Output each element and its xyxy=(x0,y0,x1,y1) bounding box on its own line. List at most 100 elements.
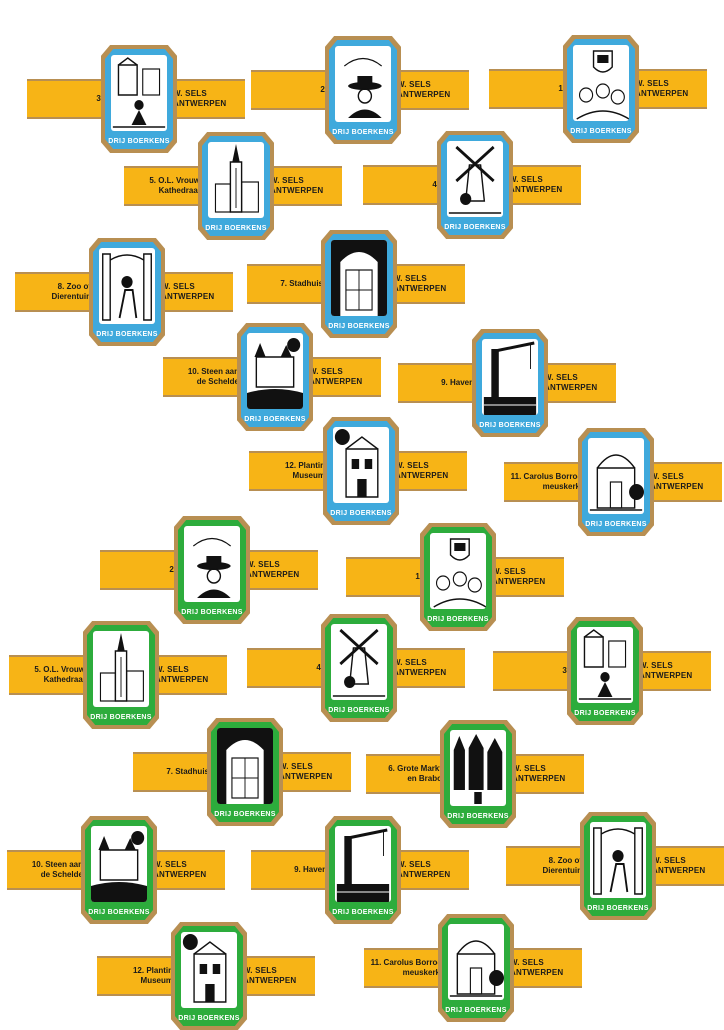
band-number-label: 3. xyxy=(96,94,103,103)
maker-line: W. SELS xyxy=(492,567,526,576)
green-frame: DRIJ BOERKENS xyxy=(584,816,652,916)
maker-line: W. SELS xyxy=(246,560,280,569)
maker-line: W. SELS xyxy=(635,79,669,88)
maker-line: ANTWERPEN xyxy=(635,89,689,98)
band-number-label: 6. Grote Markt en Brabo xyxy=(388,764,442,783)
band-emblem: DRIJ BOERKENS xyxy=(420,523,496,631)
green-frame: DRIJ BOERKENS xyxy=(211,722,279,822)
maker-line: ANTWERPEN xyxy=(393,284,447,293)
maker-line: W. SELS xyxy=(650,472,684,481)
maker-line: W. SELS xyxy=(512,764,546,773)
brand-label: DRIJ BOERKENS xyxy=(181,609,243,616)
band-number-label: 12. Plantin Museum xyxy=(132,966,173,985)
brand-label: DRIJ BOERKENS xyxy=(330,510,392,517)
brand-label: DRIJ BOERKENS xyxy=(214,811,276,818)
maker-line: ANTWERPEN xyxy=(153,870,207,879)
brand-label: DRIJ BOERKENS xyxy=(444,224,506,231)
maker-line: ANTWERPEN xyxy=(155,675,209,684)
maker-line: ANTWERPEN xyxy=(395,471,449,480)
cathedral-illustration xyxy=(208,142,264,218)
band-emblem: DRIJ BOERKENS xyxy=(580,812,656,920)
maker-line: W. SELS xyxy=(155,665,189,674)
band-emblem: DRIJ BOERKENS xyxy=(325,816,401,924)
cathedral-illustration xyxy=(93,631,149,707)
blue-frame: DRIJ BOERKENS xyxy=(327,421,395,521)
blue-frame: DRIJ BOERKENS xyxy=(476,333,544,433)
band-emblem: DRIJ BOERKENS xyxy=(207,718,283,826)
blue-frame: DRIJ BOERKENS xyxy=(93,242,161,342)
band-emblem: DRIJ BOERKENS xyxy=(174,516,250,624)
maker-line: W. SELS xyxy=(395,461,429,470)
maker-line: W. SELS xyxy=(309,367,343,376)
man-with-hat-illustration xyxy=(335,46,391,122)
green-frame: DRIJ BOERKENS xyxy=(571,621,639,721)
brand-label: DRIJ BOERKENS xyxy=(328,323,390,330)
band-emblem: DRIJ BOERKENS xyxy=(89,238,165,346)
harbour-crane-illustration xyxy=(482,339,538,415)
brand-label: DRIJ BOERKENS xyxy=(332,129,394,136)
maker-line: W. SELS xyxy=(639,661,673,670)
band-emblem: DRIJ BOERKENS xyxy=(472,329,548,437)
brand-label: DRIJ BOERKENS xyxy=(88,909,150,916)
maker-line: W. SELS xyxy=(153,860,187,869)
brand-label: DRIJ BOERKENS xyxy=(574,710,636,717)
zoo-gate-illustration xyxy=(590,822,646,898)
coat-of-arms-crowd-illustration xyxy=(430,533,486,609)
museum-illustration xyxy=(181,932,237,1008)
band-number-label: 2. xyxy=(169,565,176,574)
windmill-illustration xyxy=(331,624,387,700)
band-number-label: 4. xyxy=(432,180,439,189)
band-emblem: DRIJ BOERKENS xyxy=(321,230,397,338)
maker-line: ANTWERPEN xyxy=(309,377,363,386)
green-frame: DRIJ BOERKENS xyxy=(178,520,246,620)
museum-illustration xyxy=(333,427,389,503)
brand-label: DRIJ BOERKENS xyxy=(447,813,509,820)
band-number-label: 5. O.L. Vrouw Kathedraal xyxy=(149,176,200,195)
church-illustration xyxy=(448,924,504,1000)
band-number-label: 11. Carolus Borro- meuskerk xyxy=(370,958,440,977)
brand-label: DRIJ BOERKENS xyxy=(332,909,394,916)
band-emblem: DRIJ BOERKENS xyxy=(83,621,159,729)
maker-line: ANTWERPEN xyxy=(492,577,546,586)
maker-line: ANTWERPEN xyxy=(510,968,564,977)
maker-line: W. SELS xyxy=(161,282,195,291)
brand-label: DRIJ BOERKENS xyxy=(570,128,632,135)
blue-frame: DRIJ BOERKENS xyxy=(441,135,509,235)
maker-line: ANTWERPEN xyxy=(173,99,227,108)
maker-line: ANTWERPEN xyxy=(397,870,451,879)
maker-line: ANTWERPEN xyxy=(509,185,563,194)
band-number-label: 3. xyxy=(562,666,569,675)
blue-frame: DRIJ BOERKENS xyxy=(325,234,393,334)
maker-line: ANTWERPEN xyxy=(393,668,447,677)
street-scene-illustration xyxy=(577,627,633,703)
green-frame: DRIJ BOERKENS xyxy=(329,820,397,920)
